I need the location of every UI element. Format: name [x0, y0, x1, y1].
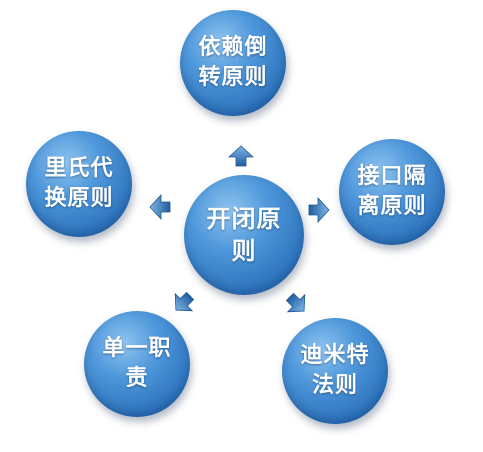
node-dependency-inversion: 依赖倒 转原则: [180, 10, 286, 116]
arrow-right-icon: [308, 197, 330, 223]
arrow-up-icon: [228, 145, 254, 167]
node-label: 接口隔 离原则: [357, 164, 427, 219]
node-interface-segregation: 接口隔 离原则: [339, 139, 445, 245]
node-open-closed-center: 开闭原 则: [184, 175, 304, 295]
center-label: 开闭原 则: [206, 204, 282, 265]
node-liskov-substitution: 里氏代 换原则: [26, 131, 132, 237]
arrow-left-icon: [149, 194, 171, 220]
node-label: 单一职 责: [102, 336, 172, 391]
node-label: 迪米特 法则: [300, 343, 370, 398]
node-label: 里氏代 换原则: [44, 156, 114, 211]
arrow-down-left-icon: [166, 286, 200, 320]
node-law-of-demeter: 迪米特 法则: [282, 318, 388, 424]
arrow-down-right-icon: [280, 287, 314, 321]
node-single-responsibility: 单一职 责: [84, 311, 190, 417]
node-label: 依赖倒 转原则: [198, 35, 268, 90]
